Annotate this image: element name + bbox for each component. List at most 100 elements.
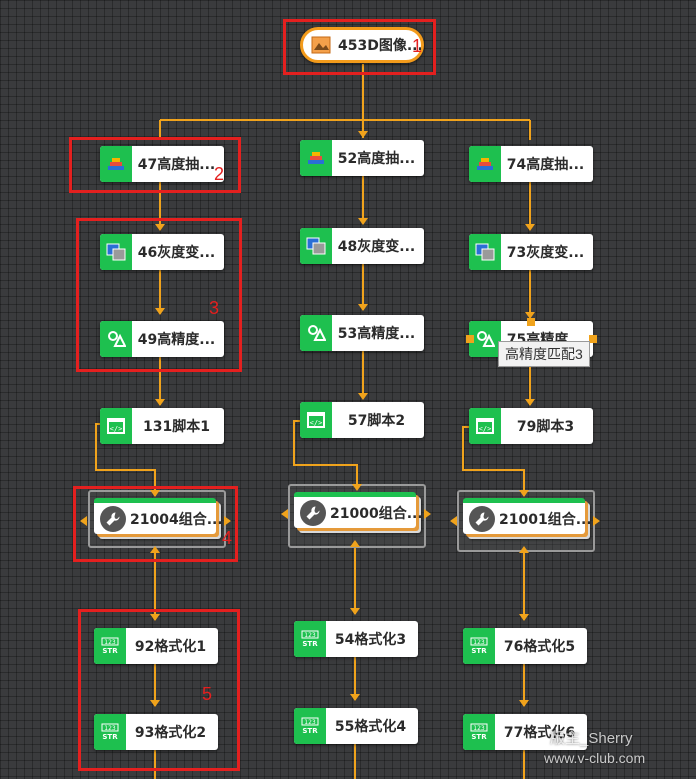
arrow-head: [358, 131, 368, 138]
node-label: 453D图像...: [338, 38, 421, 54]
highlight-box-5: [78, 609, 240, 771]
node-label: 21004组合...: [130, 511, 223, 528]
match-icon: [100, 321, 132, 357]
node-label: 57脚本2: [347, 413, 406, 429]
watermark-site: www.v-club.com: [544, 750, 646, 766]
gray-transform-icon: [469, 234, 501, 270]
annotation-number: 2: [214, 164, 225, 184]
svg-text:STR: STR: [302, 727, 318, 735]
svg-text:123: 123: [473, 639, 485, 646]
node-script-131[interactable]: </> 131脚本1: [100, 408, 224, 444]
highlight-box-2: [69, 137, 241, 193]
port-arrow: [224, 516, 231, 526]
match-icon: [469, 321, 501, 357]
node-label: 49高精度...: [137, 332, 216, 348]
port-arrow: [593, 516, 600, 526]
svg-text:STR: STR: [302, 640, 318, 648]
group-card: 21000组合...: [294, 492, 423, 528]
node-height-extract-52[interactable]: 52高度抽...: [300, 140, 424, 176]
node-label: 77格式化6: [503, 725, 576, 741]
arrow-head: [358, 393, 368, 400]
node-label: 93格式化2: [134, 725, 207, 741]
node-gray-transform-48[interactable]: 48灰度变...: [300, 228, 424, 264]
node-script-79[interactable]: </> 79脚本3: [469, 408, 593, 444]
svg-text:123: 123: [304, 632, 316, 639]
script-icon: </>: [100, 408, 132, 444]
tooltip: 高精度匹配3: [498, 341, 590, 367]
arrow-head: [150, 614, 160, 621]
highlight-box-3: [76, 218, 242, 372]
selection-handle[interactable]: [466, 335, 474, 343]
svg-text:123: 123: [104, 639, 116, 646]
annotation-number: 5: [202, 684, 213, 704]
arrow-head: [358, 304, 368, 311]
annotation-number: 1: [412, 36, 423, 56]
arrow-head: [525, 224, 535, 231]
script-icon: </>: [469, 408, 501, 444]
svg-text:STR: STR: [471, 733, 487, 741]
arrow-head: [350, 694, 360, 701]
node-height-extract-47[interactable]: 47高度抽...: [100, 146, 224, 182]
selection-handle[interactable]: [527, 318, 535, 326]
node-label: 21001组合...: [499, 511, 592, 528]
arrow-head: [350, 608, 360, 615]
wrench-icon: [469, 505, 495, 532]
arrow-head: [150, 490, 160, 497]
svg-text:STR: STR: [471, 647, 487, 655]
group-node-21000[interactable]: 21000组合...: [288, 484, 426, 548]
arrow-head: [525, 312, 535, 319]
node-match-49[interactable]: 49高精度...: [100, 321, 224, 357]
node-height-extract-74[interactable]: 74高度抽...: [469, 146, 593, 182]
arrow-head: [150, 546, 160, 553]
node-label: 53高精度...: [337, 326, 416, 342]
node-gray-transform-46[interactable]: 46灰度变...: [100, 234, 224, 270]
node-source-3d-image[interactable]: 453D图像...: [300, 27, 424, 63]
port-arrow: [424, 509, 431, 519]
group-card: 21001组合...: [463, 498, 592, 534]
node-label: 73灰度变...: [506, 245, 585, 261]
node-script-57[interactable]: </> 57脚本2: [300, 402, 424, 438]
group-node-21001[interactable]: 21001组合...: [457, 490, 595, 552]
height-extract-icon: [300, 140, 332, 176]
group-card: 21004组合...: [94, 498, 223, 534]
svg-text:STR: STR: [102, 733, 118, 741]
arrow-head: [358, 218, 368, 225]
arrow-head: [352, 484, 362, 491]
arrow-head: [525, 399, 535, 406]
arrow-head: [155, 224, 165, 231]
node-gray-transform-73[interactable]: 73灰度变...: [469, 234, 593, 270]
port-arrow: [281, 509, 288, 519]
arrow-head: [519, 700, 529, 707]
node-match-53[interactable]: 53高精度...: [300, 315, 424, 351]
svg-text:</>: </>: [310, 419, 323, 427]
node-label: 79脚本3: [516, 419, 575, 435]
selection-handle[interactable]: [589, 335, 597, 343]
node-label: 47高度抽...: [137, 157, 216, 173]
node-label: 55格式化4: [334, 719, 407, 735]
node-label: 48灰度变...: [337, 239, 416, 255]
svg-text:123: 123: [473, 725, 485, 732]
node-label: 92格式化1: [134, 639, 207, 655]
wrench-icon: [100, 505, 126, 532]
wrench-icon: [300, 499, 326, 526]
node-label: 21000组合...: [330, 505, 423, 522]
node-label: 54格式化3: [334, 632, 407, 648]
arrow-head: [350, 540, 360, 547]
arrow-head: [150, 700, 160, 707]
node-label: 74高度抽...: [506, 157, 585, 173]
annotation-number: 4: [222, 528, 233, 548]
image-icon: [307, 27, 335, 63]
annotation-number: 3: [209, 298, 220, 318]
